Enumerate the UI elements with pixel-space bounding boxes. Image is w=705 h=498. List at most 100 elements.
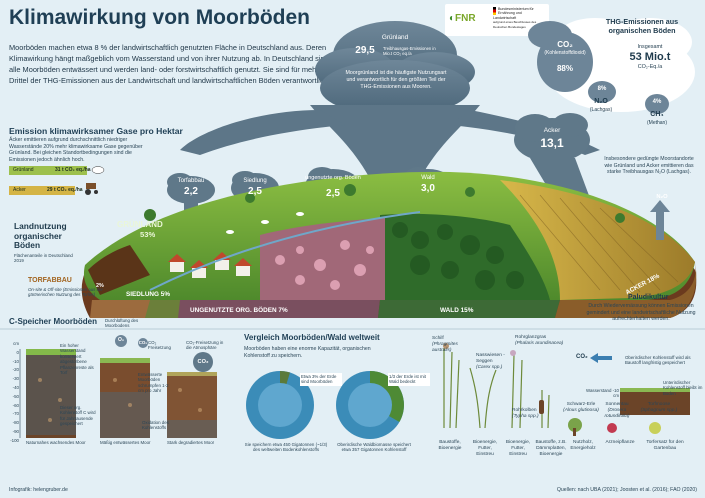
paludi-soil bbox=[620, 390, 690, 415]
col2-o2: O₂ bbox=[117, 337, 125, 343]
page-title: Klimawirkung von Moorböden bbox=[9, 6, 311, 29]
band-siedlung-label: SIEDLUNG 5% bbox=[126, 291, 171, 298]
total-label: Insgesamt bbox=[637, 44, 663, 50]
co2-label: CO₂ bbox=[557, 40, 573, 49]
land-disc bbox=[81, 171, 697, 318]
torfabbau-text: On-site & Off-site (Emissionen aus der g… bbox=[28, 287, 103, 298]
band-acker bbox=[555, 262, 697, 318]
emission-text: Äcker emittieren aufgrund durchschnittli… bbox=[9, 137, 143, 163]
co2-pct: 88% bbox=[556, 64, 573, 73]
use-seggen: Bioenergie, Futter, Einstreu bbox=[472, 440, 498, 457]
ch4-name: (Methan) bbox=[646, 120, 667, 126]
gruenland-area-label: GRÜNLAND bbox=[117, 220, 163, 229]
use-rohrglanzgras: Bioenergie, Futter, Einstreu bbox=[505, 440, 531, 457]
co2-name: (Kohlenstoffdioxid) bbox=[544, 50, 586, 56]
vergleich-left-note: Etwa 3% der Erde sind Moorböden bbox=[300, 373, 342, 386]
cloud-torfabbau-name: Torfabbau bbox=[177, 178, 205, 184]
use-torfmoose: Torfersatz für den Gartenbau bbox=[646, 440, 684, 451]
vergleich-left-caption: Sie speichern etwa 450 Gigatonnen (~1/3)… bbox=[244, 442, 328, 453]
cloud-wald-value: 3,0 bbox=[421, 183, 435, 194]
paludi-note: Oberirdischer Kohlenstoff wird als Baust… bbox=[625, 355, 691, 366]
small-plant-icons bbox=[568, 418, 661, 436]
cloud-acker-value: 13,1 bbox=[540, 136, 564, 150]
paludikultur-title: Paludikultur bbox=[628, 294, 669, 301]
plant-illustrations bbox=[443, 348, 550, 429]
total-unit: CO₂-Eq./a bbox=[637, 64, 663, 70]
paludi-wasser: Wasserstand -10 cm bbox=[585, 388, 619, 399]
soil-columns bbox=[26, 349, 217, 438]
band-ungenutzt-label: UNGENUTZTE ORG. BÖDEN 7% bbox=[190, 307, 288, 314]
col2-low: Oxidation des Kohlenstoffs bbox=[142, 420, 169, 431]
plant-schilf: Schilf(Phragmites australis) bbox=[432, 336, 458, 353]
footer-sources: Quellen: nach UBA (2021); Joosten et al.… bbox=[556, 487, 697, 493]
land-subtitle: Flächenanteile in Deutschland 2019 bbox=[14, 253, 73, 264]
use-sonnentau: Arzneipflanze bbox=[605, 440, 635, 445]
total-value: 53 Mio.t bbox=[629, 51, 671, 63]
plant-rohrkolben: Rohrkolben(Typha spp.) bbox=[512, 408, 539, 419]
acker-note: Insbesondere gedüngte Moorstandorte wie … bbox=[604, 156, 694, 176]
use-schilf: Baustoffe, Bioenergie bbox=[438, 440, 462, 451]
col1-top: Ein hoher Wasserstand konserviert abgest… bbox=[60, 343, 94, 376]
vergleich-right-caption: Oberirdische Waldbiomasse speichert etwa… bbox=[337, 442, 411, 453]
n2o-arrow-label: N₂O bbox=[656, 194, 668, 200]
cloud-siedlung-value: 2,5 bbox=[248, 186, 262, 197]
band-ungenutzt bbox=[178, 300, 380, 318]
plant-sonnentau: Sonnentau(Drosera rotundifolia) bbox=[604, 402, 630, 419]
vergleich-title: Vergleich Moorböden/Wald weltweit bbox=[244, 333, 380, 342]
o2-bubble bbox=[115, 335, 127, 347]
co2-bubble-large bbox=[193, 352, 213, 372]
use-rohrkolben: Baustoffe, z.B. Dämmplatten, Bioenergie bbox=[535, 440, 567, 457]
tractor-icon bbox=[85, 183, 98, 195]
band-wald-label: WALD 15% bbox=[440, 307, 474, 314]
gruenland-area-pct: 53% bbox=[140, 230, 156, 239]
speicher-title: C-Speicher Moorböden bbox=[9, 317, 98, 326]
bar-gruenland-label: Grünland 31 t CO₂ eq./ha bbox=[13, 167, 91, 173]
torfabbau-title: TORFABBAU bbox=[28, 277, 72, 284]
footer-credit: Infografik: helengruber.de bbox=[9, 487, 68, 493]
cow-icon bbox=[91, 166, 105, 174]
n2o-pct: 8% bbox=[597, 86, 607, 92]
cloud-gruenland-name: Grünland bbox=[381, 34, 409, 41]
bar-acker-label: Acker 29 t CO₂ eq./ha bbox=[13, 187, 83, 193]
comparison-circles bbox=[246, 370, 404, 439]
band-wald bbox=[378, 300, 560, 318]
gruenland-note: Moorgrünland ist die häufigste Nutzungsa… bbox=[345, 70, 447, 90]
vergleich-right-note: 1/3 der Erde ist mit Wald bedeckt bbox=[388, 373, 430, 386]
n2o-label: N₂O bbox=[594, 98, 608, 105]
plant-torfmoose: Torfmoose(Sphagnum spp.) bbox=[640, 402, 678, 413]
col3-bottom: Stark degradiertes Moor bbox=[167, 440, 215, 445]
fnr-logo: ◐FNR bbox=[449, 13, 476, 24]
cloud-torfabbau-value: 2,2 bbox=[184, 186, 198, 197]
col3-co2: CO₂ bbox=[197, 359, 209, 365]
houses bbox=[168, 252, 252, 278]
col2-top: Durchlüftung des Moorbodens bbox=[105, 318, 139, 329]
paludi-under: Unterirdischer Kohlenstoff bleibt im Bod… bbox=[663, 380, 703, 396]
land-title: Landnutzung organischer Böden bbox=[14, 221, 67, 251]
plant-seggen: Nasswiesen - Seggen(Carex spp.) bbox=[476, 353, 505, 370]
col2-release: CO₂ Freisetzung bbox=[148, 340, 171, 351]
col2-co2: CO₂ bbox=[138, 340, 148, 345]
bar-gruenland bbox=[9, 166, 87, 175]
plant-rohrglanzgras: Rohrglanzgras(Phalaris arundinacea) bbox=[515, 335, 564, 346]
n2o-arrow bbox=[650, 200, 670, 240]
use-schwarz-erle: Nutzholz, Energieholz bbox=[570, 440, 596, 451]
ch4-pct: 4% bbox=[652, 99, 662, 105]
cloud-thg bbox=[528, 18, 695, 114]
col2-bottom: Mäßig entwässertes Moor bbox=[100, 440, 151, 445]
vergleich-text: Moorböden haben eine enorme Kapazität, o… bbox=[244, 346, 371, 359]
paludikultur-text: Durch Wiedervernässung können Emissionen… bbox=[586, 303, 696, 323]
co2-bubble-small bbox=[138, 338, 148, 348]
col1-mid: Dieser org. Kohlenstoff C wird für Jahrt… bbox=[60, 405, 96, 427]
paludi-co2: CO₂ bbox=[576, 354, 588, 360]
cloud-siedlung-name: Siedlung bbox=[243, 178, 267, 184]
ministry-logo: Bundesministerium für Ernährung und Land… bbox=[493, 7, 537, 29]
n2o-name: (Lachgas) bbox=[589, 107, 613, 113]
emission-title: Emission klimawirksamer Gase pro Hektar bbox=[9, 126, 183, 136]
ch4-label: CH₄ bbox=[650, 111, 664, 118]
cloud-gruenland-sub: Treibhausgas-Emissionen in Mio.t CO₂ eq.… bbox=[383, 46, 436, 56]
cloud-gruenland-value: 29,5 bbox=[355, 45, 375, 56]
cloud-wald-name: Wald bbox=[421, 175, 435, 181]
col2-mid: Entwässerte Moorböden schrumpfen 1-2 cm … bbox=[138, 372, 169, 394]
